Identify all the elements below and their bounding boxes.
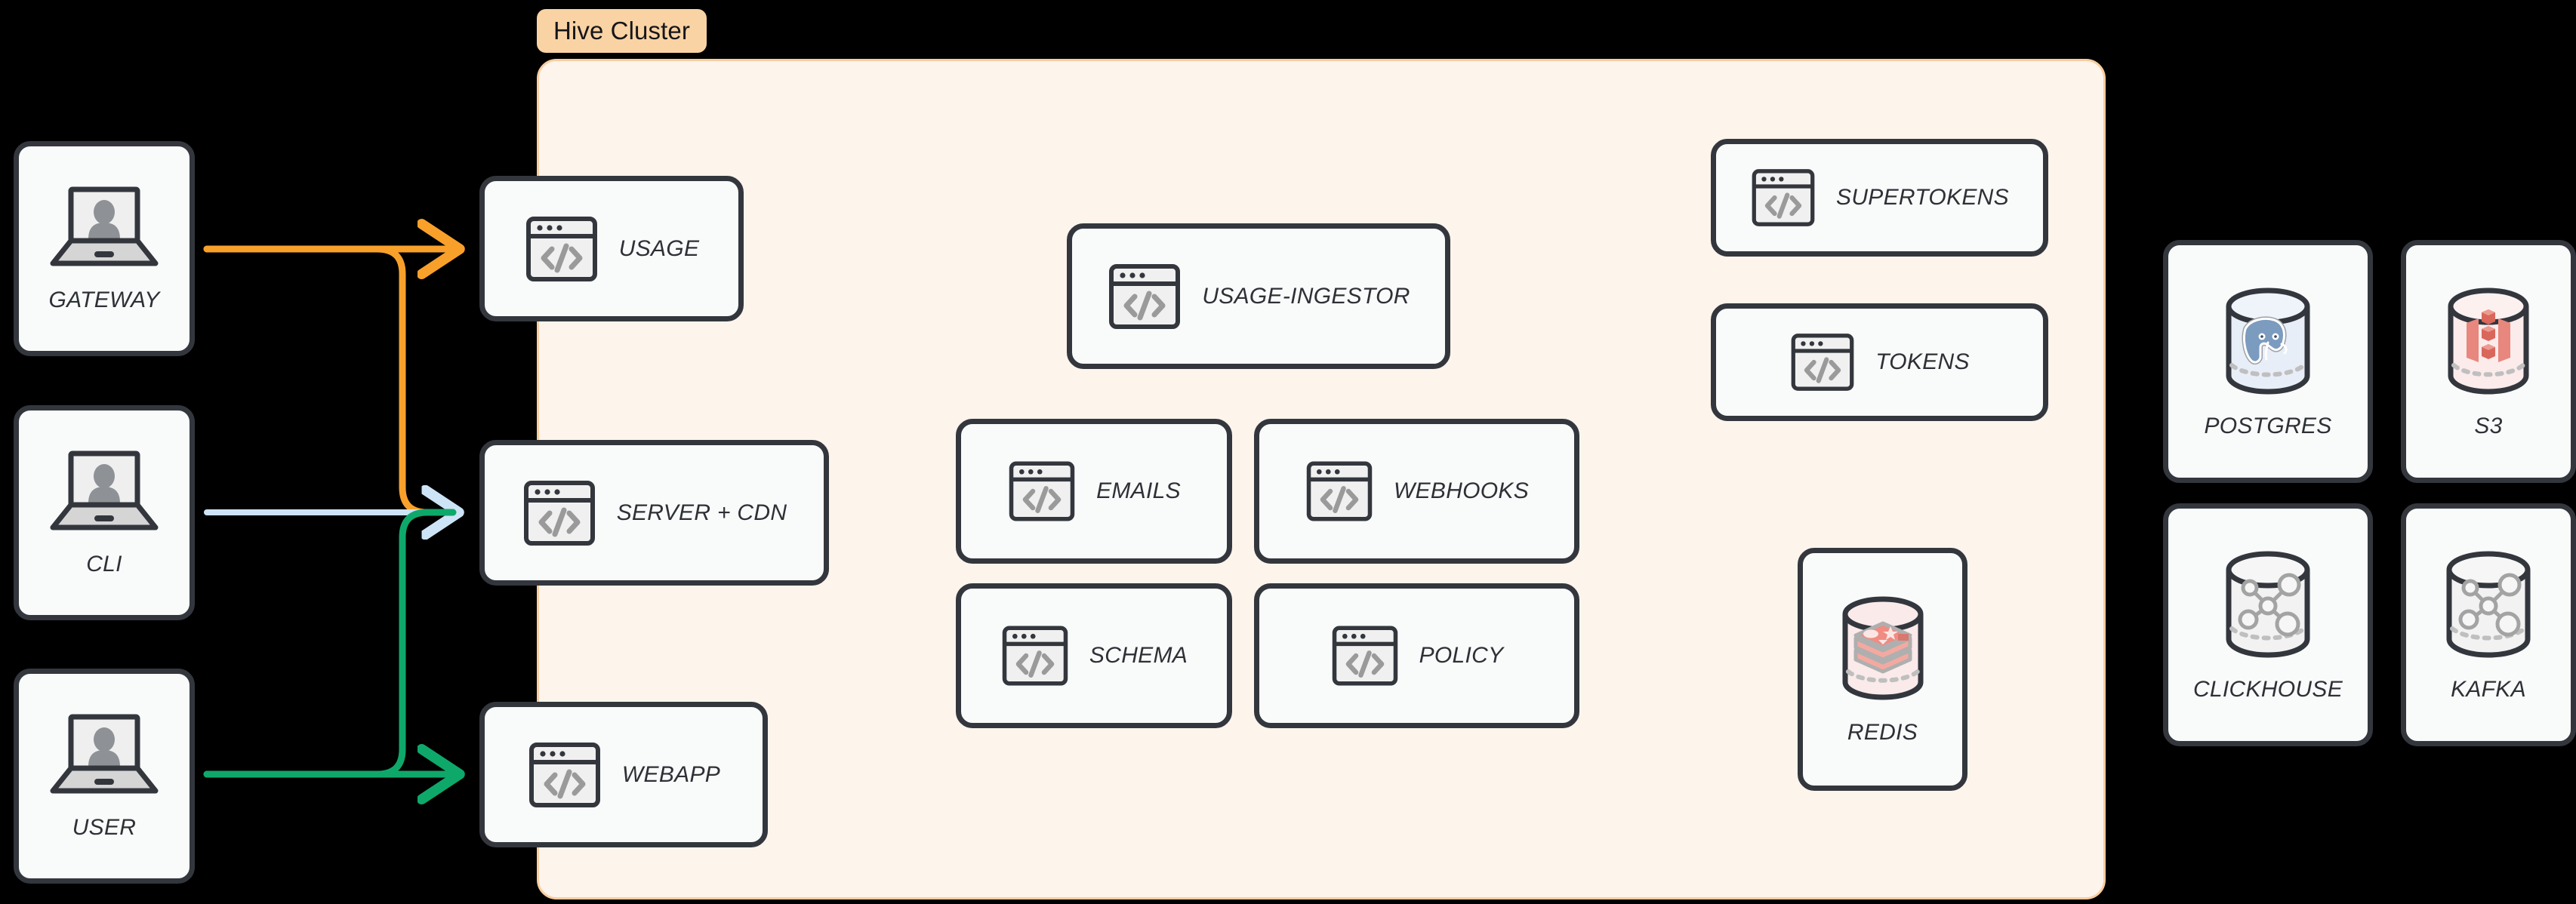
node-clickhouse-label: CLICKHOUSE: [2192, 677, 2343, 702]
code-window-icon: [1330, 621, 1400, 690]
s3-cylinder-icon: [2439, 284, 2537, 398]
node-supertokens-label: SUPERTOKENS: [1836, 185, 2009, 210]
laptop-user-icon: [48, 712, 161, 801]
code-window-icon: [527, 737, 602, 813]
node-webhooks-label: WEBHOOKS: [1393, 478, 1530, 503]
node-server-cdn-label: SERVER + CDN: [616, 500, 787, 525]
node-policy[interactable]: POLICY: [1254, 583, 1579, 728]
laptop-user-icon: [48, 449, 161, 538]
graph-cylinder-icon: [2437, 547, 2540, 662]
node-user-label: USER: [72, 814, 137, 840]
node-cli[interactable]: CLI: [14, 405, 195, 620]
node-postgres[interactable]: POSTGRES: [2163, 240, 2373, 483]
node-supertokens[interactable]: SUPERTOKENS: [1711, 139, 2048, 257]
node-emails-label: EMAILS: [1096, 478, 1181, 503]
postgres-cylinder-icon: [2217, 284, 2319, 398]
node-emails[interactable]: EMAILS: [956, 419, 1232, 564]
node-cli-label: CLI: [86, 551, 122, 577]
node-webapp-label: WEBAPP: [621, 761, 721, 787]
node-usage-ingestor[interactable]: USAGE-INGESTOR: [1067, 223, 1450, 369]
node-usage[interactable]: USAGE: [479, 176, 744, 321]
code-window-icon: [1007, 457, 1077, 526]
node-kafka-label: KAFKA: [2451, 677, 2526, 702]
code-window-icon: [1000, 621, 1070, 690]
node-webhooks[interactable]: WEBHOOKS: [1254, 419, 1579, 564]
wire-gateway-to-server-cdn: [203, 245, 457, 516]
laptop-user-icon: [48, 185, 161, 274]
node-postgres-label: POSTGRES: [2204, 414, 2332, 438]
node-redis-label: REDIS: [1847, 720, 1918, 745]
node-schema-label: SCHEMA: [1089, 643, 1188, 668]
code-window-icon: [524, 211, 599, 287]
node-clickhouse[interactable]: CLICKHOUSE: [2163, 503, 2373, 746]
node-gateway-label: GATEWAY: [48, 287, 160, 312]
node-user[interactable]: USER: [14, 669, 195, 884]
node-usage-label: USAGE: [618, 235, 700, 261]
graph-cylinder-icon: [2217, 547, 2319, 662]
node-gateway[interactable]: GATEWAY: [14, 141, 195, 356]
node-server-cdn[interactable]: SERVER + CDN: [479, 440, 829, 586]
node-s3[interactable]: S3: [2401, 240, 2576, 483]
hive-cluster-tag-label: Hive Cluster: [553, 17, 690, 45]
wire-user-to-server-cdn: [203, 509, 457, 778]
node-webapp[interactable]: WEBAPP: [479, 702, 768, 847]
code-window-icon: [1750, 165, 1816, 231]
code-window-icon: [1107, 259, 1182, 334]
node-policy-label: POLICY: [1419, 643, 1504, 668]
node-redis[interactable]: REDIS: [1798, 548, 1967, 791]
node-schema[interactable]: SCHEMA: [956, 583, 1232, 728]
node-s3-label: S3: [2474, 414, 2503, 438]
node-kafka[interactable]: KAFKA: [2401, 503, 2576, 746]
node-tokens[interactable]: TOKENS: [1711, 303, 2048, 421]
code-window-icon: [522, 475, 597, 551]
node-usage-ingestor-label: USAGE-INGESTOR: [1202, 283, 1410, 309]
code-window-icon: [1305, 457, 1374, 526]
hive-cluster-tag: Hive Cluster: [537, 9, 707, 53]
code-window-icon: [1789, 329, 1856, 395]
redis-cylinder-icon: [1835, 593, 1931, 705]
node-tokens-label: TOKENS: [1875, 349, 1970, 374]
